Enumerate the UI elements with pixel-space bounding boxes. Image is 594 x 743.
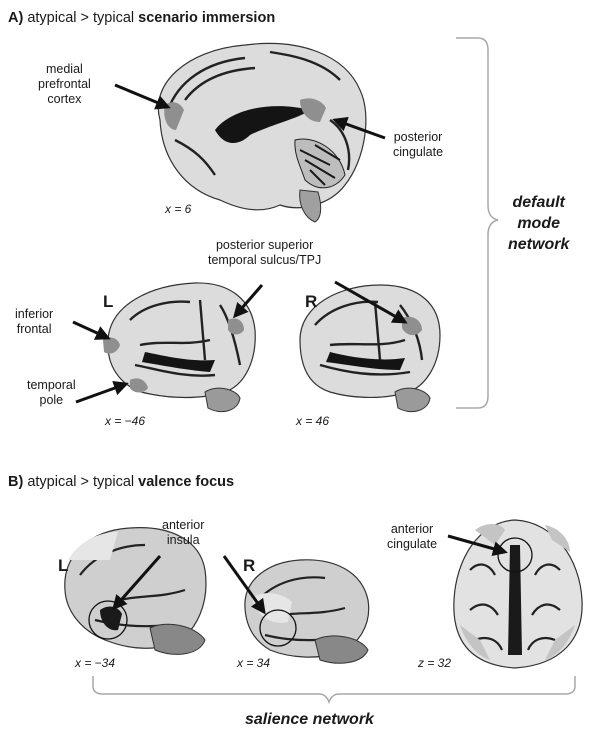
label-insula-line1: anterior	[162, 518, 204, 533]
brain-lateral-right	[300, 285, 440, 412]
dmn-line1: default	[508, 192, 569, 213]
label-insula: anterior insula	[162, 518, 204, 548]
default-mode-network-label: default mode network	[508, 192, 569, 255]
panel-a-letter: A)	[8, 10, 23, 26]
label-pcc-line1: posterior	[393, 130, 443, 145]
panel-a-prefix: atypical > typical	[27, 10, 134, 26]
panel-b-title: B) atypical > typical valence focus	[8, 474, 234, 490]
label-mpfc-line2: prefrontal	[38, 77, 91, 92]
default-mode-bracket	[456, 38, 498, 408]
brain-lateral-left	[103, 283, 255, 412]
label-mpfc-line3: cortex	[38, 92, 91, 107]
label-mpfc-line1: medial	[38, 62, 91, 77]
panel-b-emphasis: valence focus	[138, 474, 234, 490]
label-ifg-line2: frontal	[15, 322, 53, 337]
label-acc: anterior cingulate	[387, 522, 437, 552]
label-ifg: inferior frontal	[15, 307, 53, 337]
label-mpfc: medial prefrontal cortex	[38, 62, 91, 107]
coord-right: x = 46	[296, 414, 329, 428]
label-tp-line2: pole	[27, 393, 76, 408]
coord-left: x = −46	[105, 414, 145, 428]
panel-b-hemi-left: L	[58, 556, 68, 576]
coord-b-axial: z = 32	[418, 656, 451, 670]
panel-b-prefix: atypical > typical	[27, 474, 134, 490]
salience-bracket	[93, 676, 575, 702]
coord-b-right: x = 34	[237, 656, 270, 670]
panel-b-letter: B)	[8, 474, 23, 490]
panel-a-hemi-left: L	[103, 292, 113, 312]
salience-network-label: salience network	[245, 709, 374, 730]
label-tp: temporal pole	[27, 378, 76, 408]
panel-a-hemi-right: R	[305, 292, 317, 312]
coord-mid: x = 6	[165, 202, 191, 216]
label-insula-line2: insula	[162, 533, 204, 548]
brain-sagittal-midline	[158, 43, 366, 222]
dmn-line2: mode	[508, 213, 569, 234]
panel-a-emphasis: scenario immersion	[138, 10, 275, 26]
label-tp-line1: temporal	[27, 378, 76, 393]
label-pcc-line2: cingulate	[393, 145, 443, 160]
label-psts-line1: posterior superior	[208, 238, 321, 253]
label-ifg-line1: inferior	[15, 307, 53, 322]
label-acc-line1: anterior	[387, 522, 437, 537]
coord-b-left: x = −34	[75, 656, 115, 670]
label-psts: posterior superior temporal sulcus/TPJ	[208, 238, 321, 268]
label-psts-line2: temporal sulcus/TPJ	[208, 253, 321, 268]
panel-b-hemi-right: R	[243, 556, 255, 576]
dmn-line3: network	[508, 234, 569, 255]
panel-a-title: A) atypical > typical scenario immersion	[8, 10, 275, 26]
label-acc-line2: cingulate	[387, 537, 437, 552]
label-pcc: posterior cingulate	[393, 130, 443, 160]
